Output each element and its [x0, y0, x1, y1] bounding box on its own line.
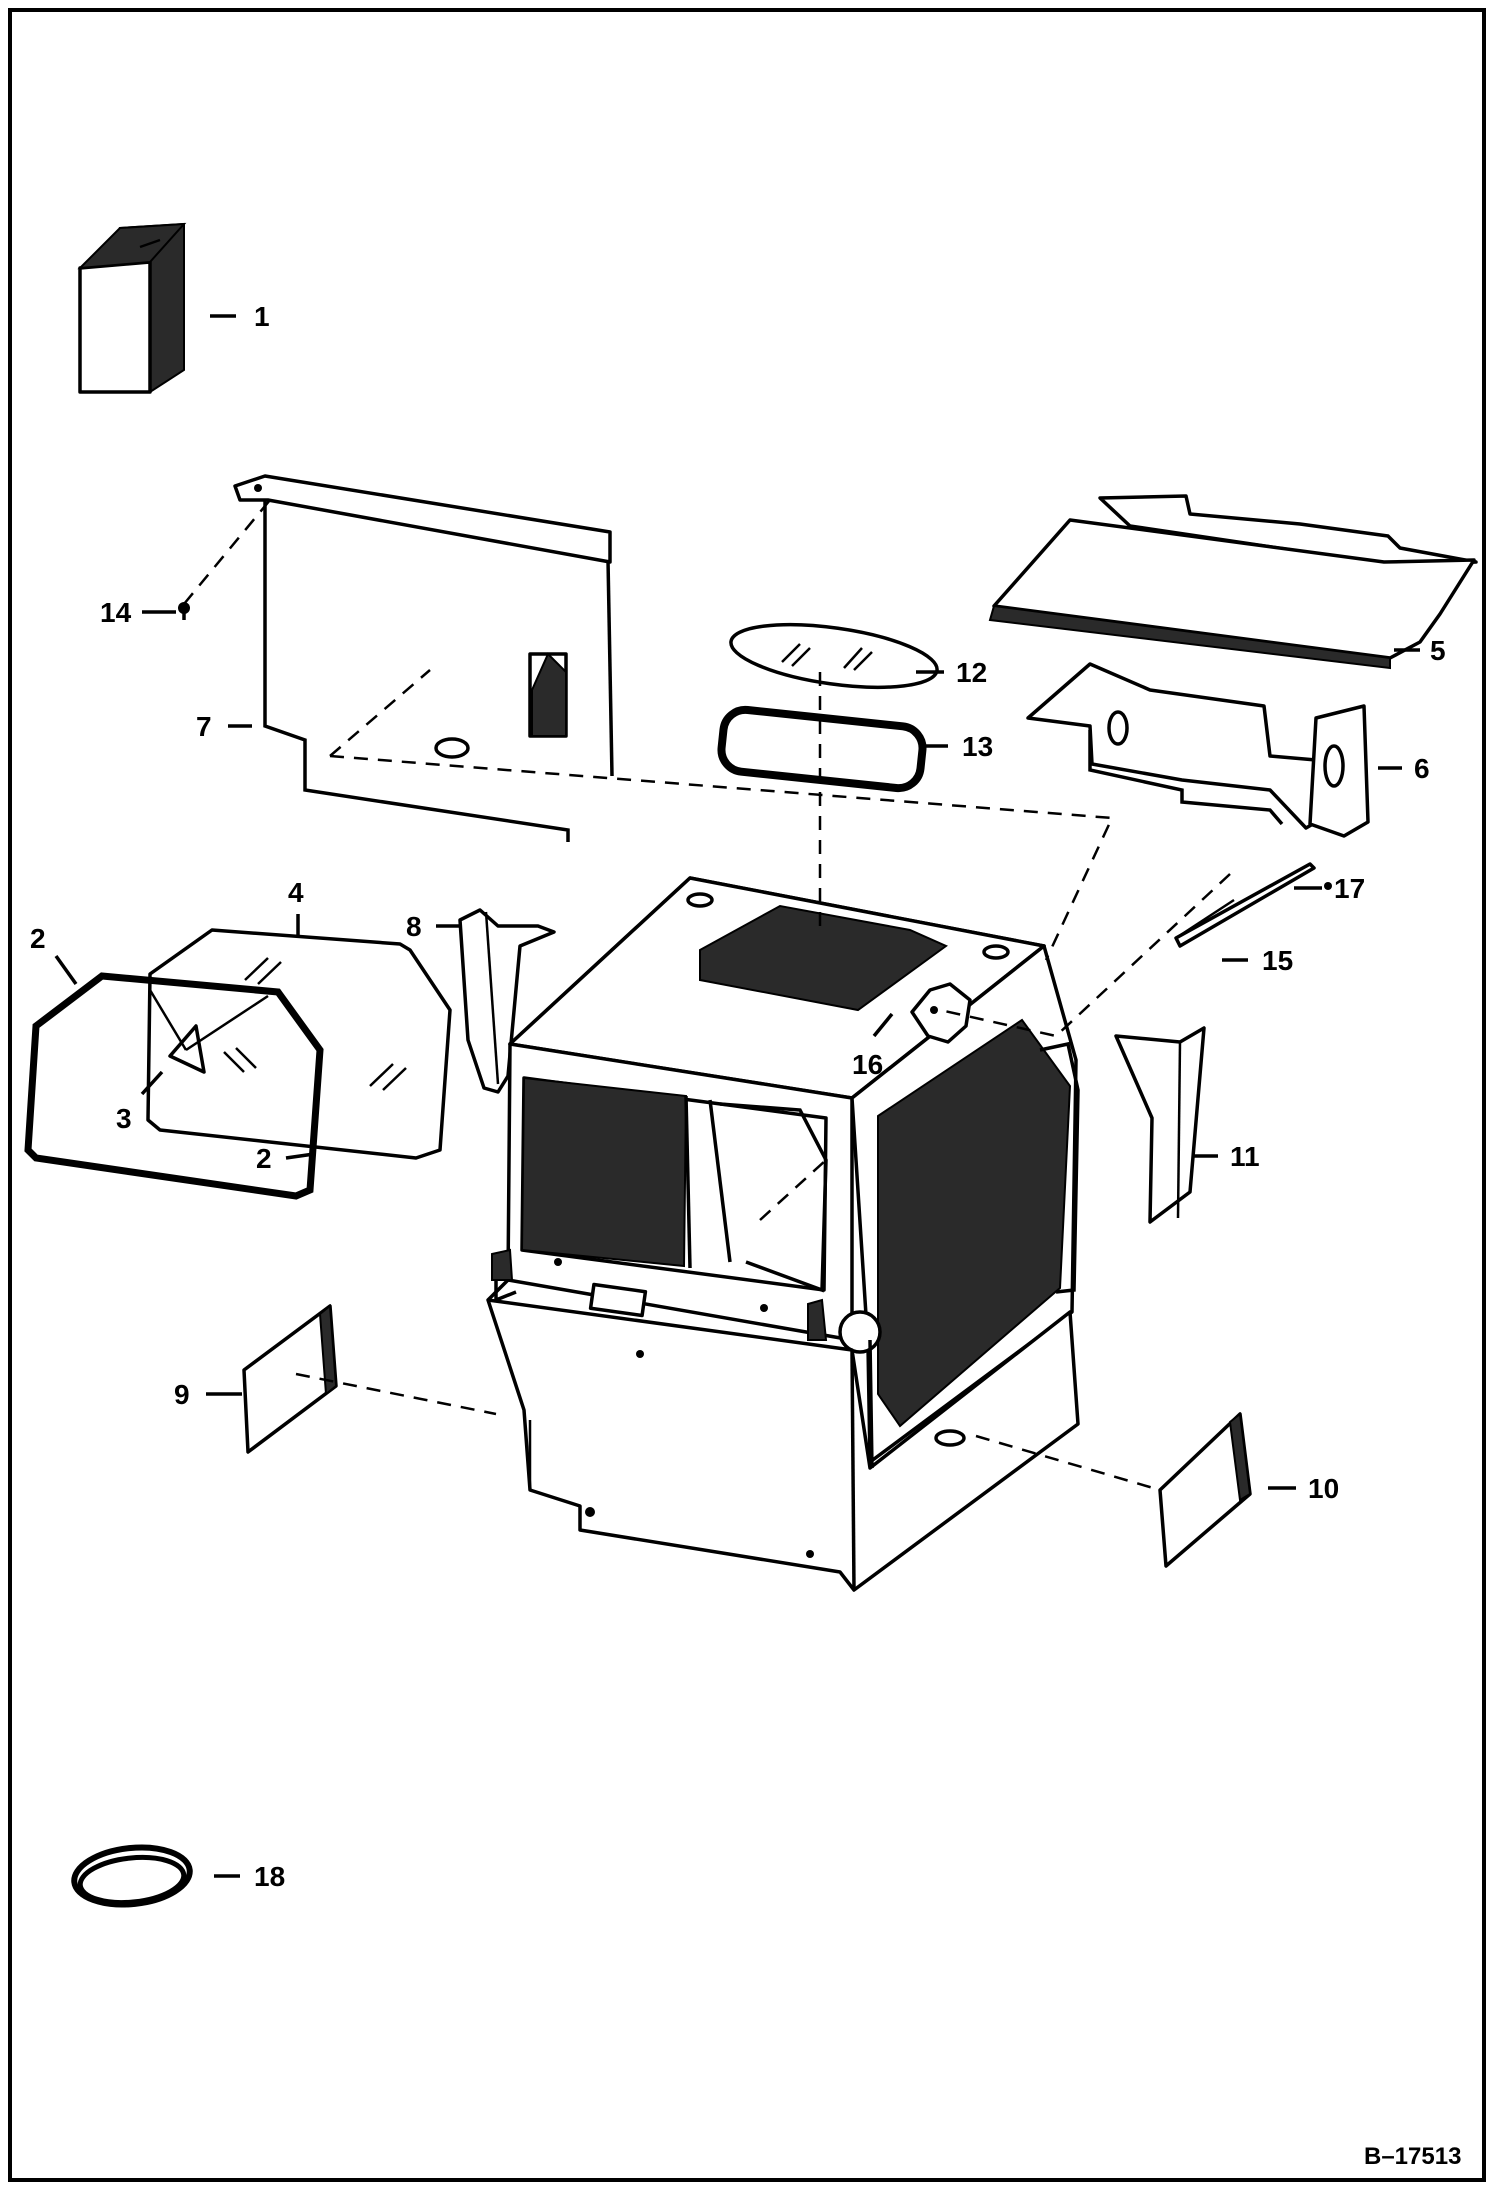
leader-lines	[54, 314, 1420, 1878]
label-2-bottom: 2	[256, 1143, 272, 1174]
assembly-dashed-lines	[183, 499, 1231, 1492]
label-10: 10	[1308, 1473, 1339, 1504]
part-12-cover	[729, 622, 939, 690]
label-8: 8	[406, 911, 422, 942]
part-15-strip	[1174, 862, 1316, 948]
part-13-seal	[717, 705, 927, 793]
part-5-top-panel	[988, 494, 1478, 670]
part-18-hose	[71, 1844, 193, 1908]
label-5: 5	[1430, 635, 1446, 666]
label-16: 16	[852, 1049, 883, 1080]
label-3: 3	[116, 1103, 132, 1134]
part-9-pad	[242, 1304, 338, 1454]
callout-labels: 1 2 3 4 5 6 7 8 9 10 11 12 13 14 15 16 1…	[30, 301, 1446, 1892]
label-1: 1	[254, 301, 270, 332]
label-9: 9	[174, 1379, 190, 1410]
roof-vent-grid	[699, 904, 948, 1012]
diagram-frame	[8, 8, 1486, 2182]
part-2-seal	[24, 972, 324, 1200]
label-15: 15	[1262, 945, 1293, 976]
label-17: 17	[1334, 873, 1365, 904]
part-17-fastener	[1324, 882, 1332, 890]
part-7-rear-panel	[233, 474, 614, 842]
label-2-top: 2	[30, 923, 46, 954]
label-14: 14	[100, 597, 132, 628]
label-7: 7	[196, 711, 212, 742]
label-4: 4	[288, 877, 304, 908]
part-14-fastener	[178, 602, 190, 620]
part-6-bracket	[1026, 662, 1370, 838]
figure-id: B–17513	[1364, 2143, 1461, 2170]
part-3-decal	[148, 989, 269, 1074]
part-8-pillar	[458, 908, 556, 1094]
label-11: 11	[1230, 1141, 1260, 1172]
part-1-box	[77, 222, 187, 394]
part-16-bracket	[910, 982, 972, 1044]
part-10-pad	[1158, 1412, 1252, 1568]
cab-main-body	[486, 876, 1080, 1592]
label-12: 12	[956, 657, 987, 688]
label-18: 18	[254, 1861, 285, 1892]
part-11-pillar	[1114, 1026, 1206, 1224]
label-6: 6	[1414, 753, 1430, 784]
label-13: 13	[962, 731, 993, 762]
